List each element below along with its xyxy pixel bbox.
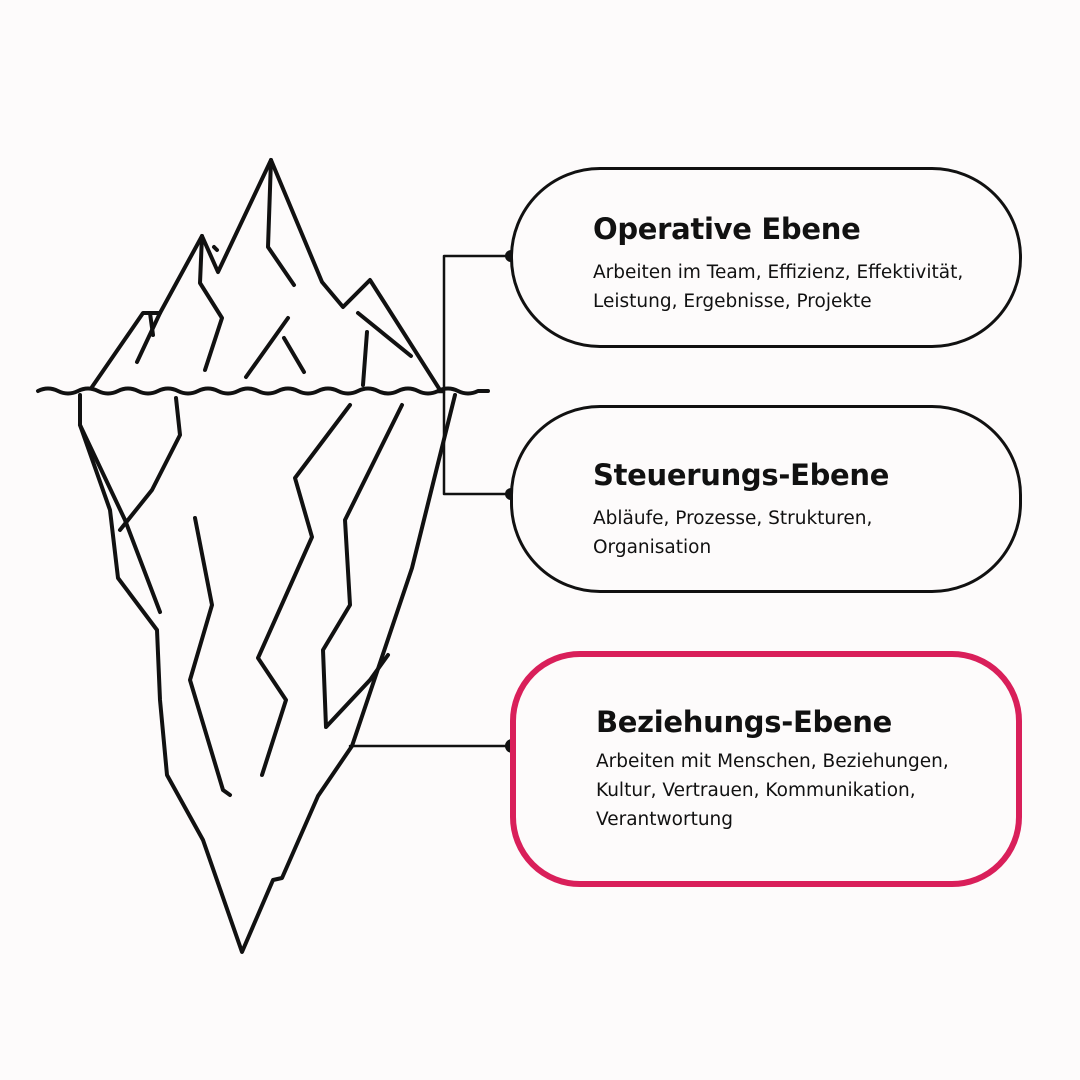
level-description: Arbeiten im Team, Effizienz, Effektivitä… — [593, 258, 979, 316]
level-description-line: Abläufe, Prozesse, Strukturen, — [593, 508, 873, 529]
level-description-line: Arbeiten im Team, Effizienz, Effektivitä… — [593, 262, 964, 283]
level-description-line: Arbeiten mit Menschen, Beziehungen, — [596, 751, 949, 772]
level-description-line: Organisation — [593, 537, 712, 558]
iceberg-underwater — [78, 393, 457, 954]
level-box-beziehung: Beziehungs-Ebene Arbeiten mit Menschen, … — [510, 651, 1022, 887]
level-description: Arbeiten mit Menschen, Beziehungen, Kult… — [596, 747, 976, 834]
connectors — [348, 254, 514, 748]
level-box-operative: Operative Ebene Arbeiten im Team, Effizi… — [510, 167, 1022, 348]
level-title: Steuerungs-Ebene — [593, 458, 890, 492]
level-box-steuerung: Steuerungs-Ebene Abläufe, Prozesse, Stru… — [510, 405, 1022, 593]
iceberg-tip — [90, 158, 442, 392]
water-line — [36, 386, 490, 396]
level-title: Beziehungs-Ebene — [596, 705, 893, 739]
level-title: Operative Ebene — [593, 212, 861, 246]
level-description-line: Leistung, Ergebnisse, Projekte — [593, 291, 872, 312]
level-description-line: Kultur, Vertrauen, Kommunikation, — [596, 780, 916, 801]
level-description-line: Verantwortung — [596, 809, 734, 830]
level-description: Abläufe, Prozesse, Strukturen, Organisat… — [593, 504, 979, 562]
